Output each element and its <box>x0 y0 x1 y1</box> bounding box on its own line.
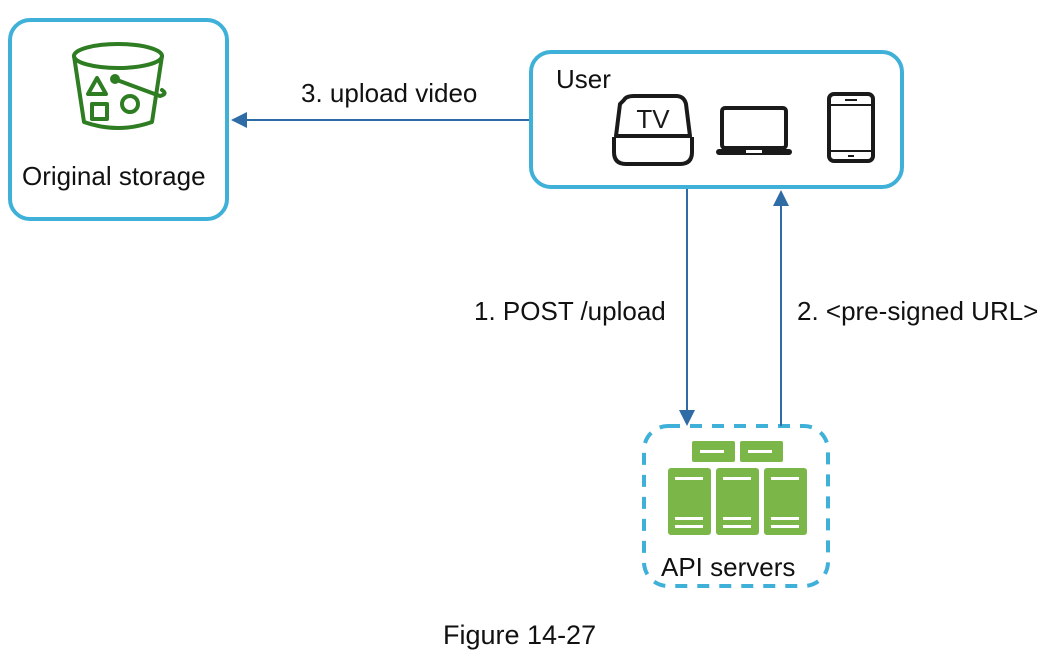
laptop-icon <box>716 106 792 155</box>
bucket-icon <box>72 42 167 130</box>
original-storage-node[interactable] <box>8 18 229 221</box>
figure-caption: Figure 14-27 <box>443 620 597 650</box>
phone-icon <box>827 92 875 163</box>
server-cluster-icon <box>668 441 807 535</box>
user-label: User <box>556 64 611 94</box>
original-storage-label: Original storage <box>22 161 206 191</box>
edge-presigned-url <box>773 190 789 426</box>
api-servers-node[interactable] <box>642 424 830 588</box>
api-servers-label: API servers <box>661 552 796 582</box>
edge-label-presigned-url: 2. <pre-signed URL> <box>797 296 1039 326</box>
edge-upload-video <box>231 112 529 128</box>
tv-icon-text: TV <box>636 104 670 134</box>
tv-icon: TV <box>612 94 694 166</box>
edge-label-post-upload: 1. POST /upload <box>474 296 666 326</box>
edge-post-upload <box>679 189 695 426</box>
user-node[interactable] <box>529 50 904 189</box>
edge-label-upload-video: 3. upload video <box>301 78 478 108</box>
